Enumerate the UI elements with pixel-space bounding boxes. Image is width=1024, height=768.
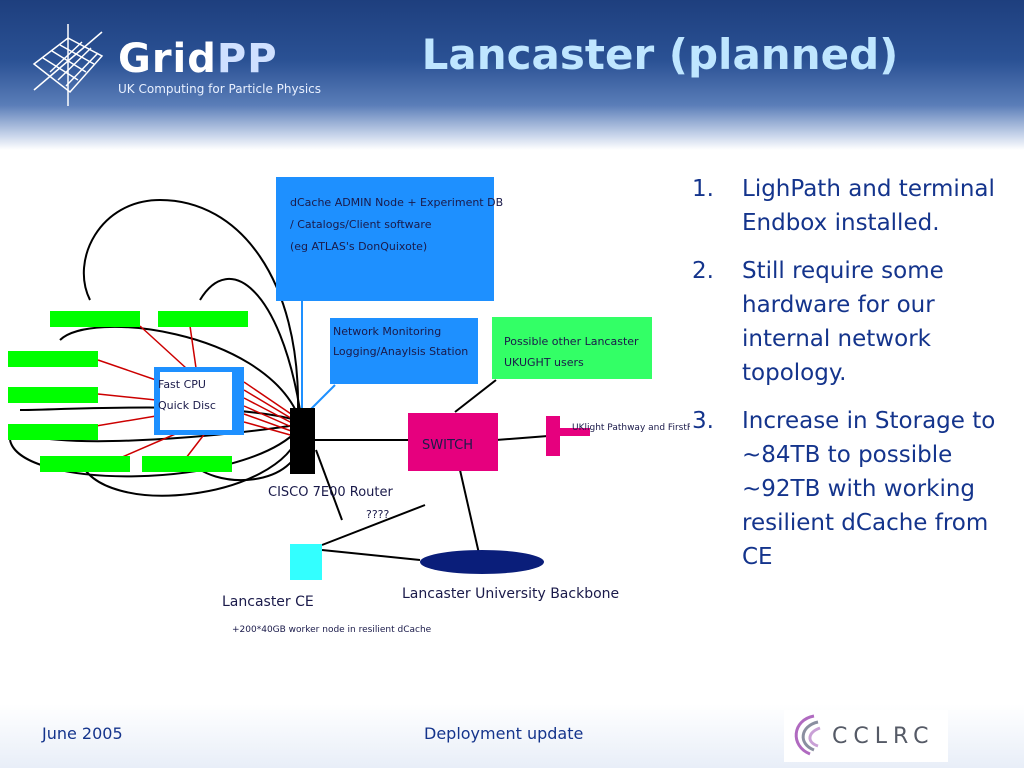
gridpp-logo: GridPP UK Computing for Particle Physics bbox=[28, 20, 328, 110]
list-item: 1.LighPath and terminal Endbox installed… bbox=[692, 176, 995, 236]
svg-text:UKlight Pathway and FirstFix: UKlight Pathway and FirstFix bbox=[572, 423, 690, 433]
footer-date: June 2005 bbox=[42, 724, 123, 743]
gridpp-wordmark: GridPP bbox=[118, 36, 278, 82]
grid-globe-icon bbox=[32, 24, 104, 106]
svg-text:Network Monitoring: Network Monitoring bbox=[333, 325, 441, 338]
svg-text:Lancaster CE: Lancaster CE bbox=[222, 594, 314, 610]
lancaster-ce: Lancaster CE +200*40GB worker node in re… bbox=[222, 544, 432, 635]
uklight-pathway: UKlight Pathway and FirstFix bbox=[546, 416, 690, 456]
cclrc-logo: CCLRC bbox=[784, 710, 948, 762]
svg-text:CISCO 7E00 Router: CISCO 7E00 Router bbox=[268, 485, 394, 500]
svg-text:SWITCH: SWITCH bbox=[422, 438, 473, 453]
worker-node-bars bbox=[8, 311, 248, 472]
header-banner bbox=[0, 0, 1024, 150]
gridpp-tagline: UK Computing for Particle Physics bbox=[118, 82, 322, 96]
svg-text:UKUGHT users: UKUGHT users bbox=[504, 356, 584, 369]
svg-text:Possible other Lancaster: Possible other Lancaster bbox=[504, 335, 639, 348]
fast-cpu-box: Fast CPU Quick Disc bbox=[154, 367, 244, 435]
svg-text:Lancaster University Backbone: Lancaster University Backbone bbox=[402, 586, 619, 602]
svg-text:(eg ATLAS's DonQuixote): (eg ATLAS's DonQuixote) bbox=[290, 240, 427, 253]
network-switch: SWITCH bbox=[408, 413, 498, 471]
svg-text:Fast CPU: Fast CPU bbox=[158, 378, 206, 391]
page-title: Lancaster (planned) bbox=[421, 30, 899, 79]
network-monitoring-box: Network Monitoring Logging/Anaylsis Stat… bbox=[330, 318, 478, 384]
footer-subject: Deployment update bbox=[424, 724, 584, 743]
svg-text:Logging/Anaylsis Station: Logging/Anaylsis Station bbox=[333, 345, 468, 358]
network-diagram: dCache ADMIN Node + Experiment DB / Cata… bbox=[8, 177, 690, 635]
svg-text:dCache ADMIN Node + Experiment: dCache ADMIN Node + Experiment DB bbox=[290, 196, 503, 209]
university-backbone: Lancaster University Backbone bbox=[402, 550, 619, 602]
cisco-router: CISCO 7E00 Router bbox=[268, 408, 394, 500]
worker-node-note: +200*40GB worker node in resilient dCach… bbox=[232, 625, 432, 635]
svg-text:/ Catalogs/Client software: / Catalogs/Client software bbox=[290, 218, 432, 231]
ukught-users-box: Possible other Lancaster UKUGHT users bbox=[492, 317, 652, 379]
list-item: 3.Increase in Storage to ~84TB to possib… bbox=[692, 408, 996, 570]
dcache-admin-node-box: dCache ADMIN Node + Experiment DB / Cata… bbox=[276, 177, 503, 301]
status-points-list: 1.LighPath and terminal Endbox installed… bbox=[688, 172, 1008, 588]
cclrc-swirl-icon bbox=[794, 714, 821, 756]
unknown-link-label: ???? bbox=[366, 508, 390, 521]
list-item: 2.Still require some hardware for our in… bbox=[692, 258, 944, 386]
svg-text:Quick Disc: Quick Disc bbox=[158, 399, 216, 412]
